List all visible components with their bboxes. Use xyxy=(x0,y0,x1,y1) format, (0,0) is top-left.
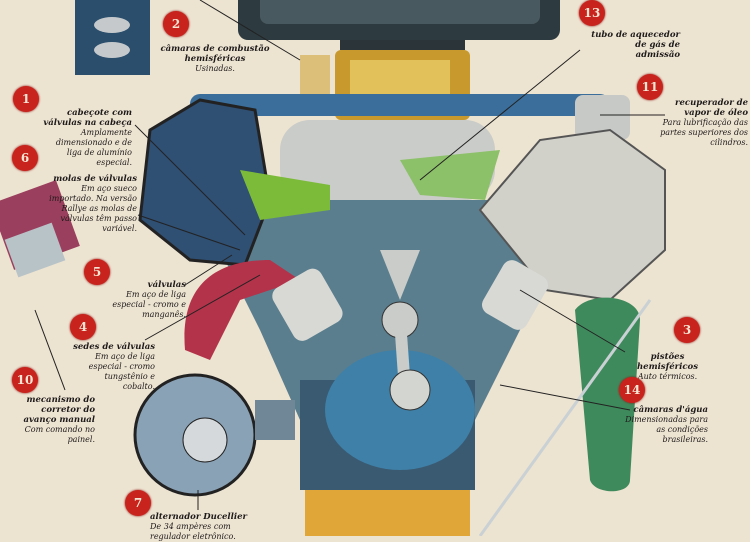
callout-13: tubo de aquecedor de gás de admissão xyxy=(590,30,680,60)
callout-badge-13: 13 xyxy=(579,0,605,26)
callout-desc: Em aço de liga especial - cromo e mangan… xyxy=(112,290,186,319)
callout-desc: Em aço sueco importado. Na versão Rallye… xyxy=(49,184,137,233)
callout-desc: Auto térmicos. xyxy=(637,372,698,381)
left-cylinder-head xyxy=(138,98,343,360)
cylinder-head-detail xyxy=(75,0,150,75)
right-cylinder-head xyxy=(400,128,666,492)
air-filter xyxy=(238,0,560,40)
callout-title: câmaras d'água xyxy=(633,405,708,415)
callout-badge-5: 5 xyxy=(84,259,110,285)
alternator xyxy=(133,373,295,497)
callout-badge-2: 2 xyxy=(163,11,189,37)
callout-title: tubo de aquecedor de gás de admissão xyxy=(591,30,680,60)
distributor xyxy=(0,180,80,278)
callout-title: alternador Ducellier xyxy=(150,512,247,522)
callout-badge-10: 10 xyxy=(12,367,38,393)
callout-desc: Com comando no painel. xyxy=(24,425,95,444)
callout-badge-7: 7 xyxy=(125,490,151,516)
callout-desc: De 34 ampères com regulador eletrônico. xyxy=(150,522,236,541)
callout-desc: Usinadas. xyxy=(195,64,235,73)
callout-title: recuperador de vapor de óleo xyxy=(675,98,748,118)
callout-badge-11: 11 xyxy=(637,74,663,100)
dipstick xyxy=(478,299,652,536)
callout-title: câmaras de combustão hemisféricas xyxy=(160,44,270,64)
callout-title: sedes de válvulas xyxy=(73,342,155,352)
engine-block xyxy=(220,120,560,536)
callout-badge-3: 3 xyxy=(674,317,700,343)
callout-desc: Em aço de liga especial - cromo tungstên… xyxy=(88,352,155,391)
callout-desc: Para lubrificação das partes superiores … xyxy=(660,118,748,147)
leader-lines xyxy=(34,0,665,510)
callout-title: pistões hemisféricos xyxy=(637,352,698,372)
callout-title: cabeçote com válvulas na cabeça xyxy=(43,108,132,128)
callout-badge-14: 14 xyxy=(619,377,645,403)
callout-badge-1: 1 xyxy=(13,86,39,112)
callout-title: mecanismo do corretor do avanço manual xyxy=(23,395,95,425)
callout-title: molas de válvulas xyxy=(53,174,137,184)
callout-desc: Amplamente dimensionado e de liga de alu… xyxy=(55,128,132,167)
callout-title: válvulas xyxy=(147,280,186,290)
callout-badge-4: 4 xyxy=(70,314,96,340)
callout-desc: Dimensionadas para as condições brasilei… xyxy=(625,415,708,444)
callout-badge-6: 6 xyxy=(12,145,38,171)
